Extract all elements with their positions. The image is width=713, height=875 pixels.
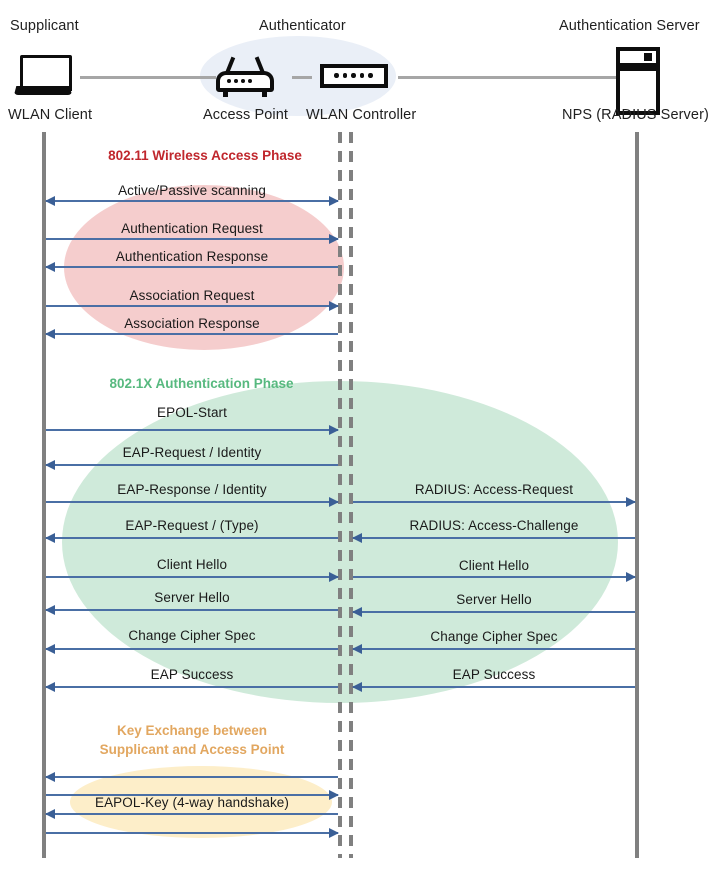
access-point-icon: [216, 55, 274, 99]
message-label-association-response: Association Response: [124, 316, 260, 331]
message-label-epol-start: EPOL-Start: [156, 405, 228, 420]
message-arrow-eap-request-identity: [45, 459, 338, 470]
message-arrow-association-response: [45, 328, 338, 339]
message-label-eap-success-left: EAP Success: [150, 667, 234, 682]
phase-title-wireless-access: 802.11 Wireless Access Phase: [108, 148, 302, 163]
phase-title-dot1x-authentication: 802.1X Authentication Phase: [109, 376, 294, 391]
message-arrow-authentication-response: [45, 261, 338, 272]
lifeline-wlan-controller: [349, 132, 353, 858]
message-arrow-change-cipher-spec-right: [352, 643, 635, 654]
message-arrow-epol-start: [46, 424, 339, 435]
message-arrow-server-hello-right: [352, 606, 635, 617]
phase-ellipse-key-exchange: [70, 766, 332, 838]
actor-role-supplicant: Supplicant: [10, 18, 79, 34]
message-label-client-hello-left: Client Hello: [156, 557, 228, 572]
message-label-client-hello-right: Client Hello: [458, 558, 530, 573]
message-label-change-cipher-spec-right: Change Cipher Spec: [430, 629, 558, 644]
message-arrow-eapol-key-1: [45, 771, 338, 782]
laptop-icon: [14, 55, 72, 97]
phase-title-key-exchange-line2: Supplicant and Access Point: [99, 742, 285, 757]
lifeline-access-point: [338, 132, 342, 858]
message-arrow-client-hello-left: [46, 571, 339, 582]
message-arrow-client-hello-right: [353, 571, 636, 582]
wire-client-to-ap: [80, 76, 216, 79]
message-arrow-server-hello-left: [45, 604, 338, 615]
actor-device-access-point: Access Point: [203, 107, 289, 123]
lifeline-authentication-server: [635, 132, 639, 858]
message-label-eap-response-identity: EAP-Response / Identity: [117, 482, 267, 497]
wire-controller-to-server: [398, 76, 616, 79]
server-icon: [616, 47, 660, 115]
message-label-eap-request-identity: EAP-Request / Identity: [122, 445, 262, 460]
message-label-active-passive-scanning: Active/Passive scanning: [118, 183, 266, 198]
actor-device-wlan-client: WLAN Client: [8, 107, 93, 123]
actor-device-wlan-controller: WLAN Controller: [306, 107, 417, 123]
message-label-authentication-request: Authentication Request: [121, 221, 263, 236]
actor-device-nps-radius-server: NPS (RADIUS Server): [562, 107, 709, 123]
message-arrow-eapol-key-2: [46, 789, 339, 800]
message-arrow-eap-response-identity: [46, 496, 339, 507]
message-label-eap-request-type: EAP-Request / (Type): [125, 518, 259, 533]
message-label-association-request: Association Request: [129, 288, 255, 303]
message-label-authentication-response: Authentication Response: [115, 249, 269, 264]
message-arrow-eap-success-left: [45, 681, 338, 692]
message-arrow-radius-access-challenge: [352, 532, 635, 543]
actor-role-authenticator: Authenticator: [259, 18, 346, 34]
message-arrow-eapol-key-4: [46, 827, 339, 838]
wlan-controller-icon: [320, 58, 388, 94]
message-label-server-hello-right: Server Hello: [456, 592, 532, 607]
message-label-radius-access-challenge: RADIUS: Access-Challenge: [409, 518, 579, 533]
message-arrow-authentication-request: [46, 233, 339, 244]
message-label-server-hello-left: Server Hello: [154, 590, 230, 605]
message-arrow-eap-success-right: [352, 681, 635, 692]
message-label-change-cipher-spec-left: Change Cipher Spec: [128, 628, 256, 643]
phase-title-key-exchange-line1: Key Exchange between: [116, 723, 268, 738]
message-arrow-radius-access-request: [353, 496, 636, 507]
message-arrow-active-passive-scanning-right: [46, 195, 339, 206]
lifeline-supplicant: [42, 132, 46, 858]
message-arrow-change-cipher-spec-left: [45, 643, 338, 654]
message-arrow-association-request: [46, 300, 339, 311]
message-arrow-active-passive-scanning-left: [45, 195, 338, 206]
wire-ap-to-controller: [292, 76, 312, 79]
message-label-eapol-key-4way-handshake: EAPOL-Key (4-way handshake): [94, 795, 290, 810]
message-arrow-eap-request-type: [45, 532, 338, 543]
message-label-eap-success-right: EAP Success: [452, 667, 536, 682]
actor-role-authentication-server: Authentication Server: [559, 18, 700, 34]
message-label-radius-access-request: RADIUS: Access-Request: [414, 482, 574, 497]
message-arrow-eapol-key-3: [45, 808, 338, 819]
